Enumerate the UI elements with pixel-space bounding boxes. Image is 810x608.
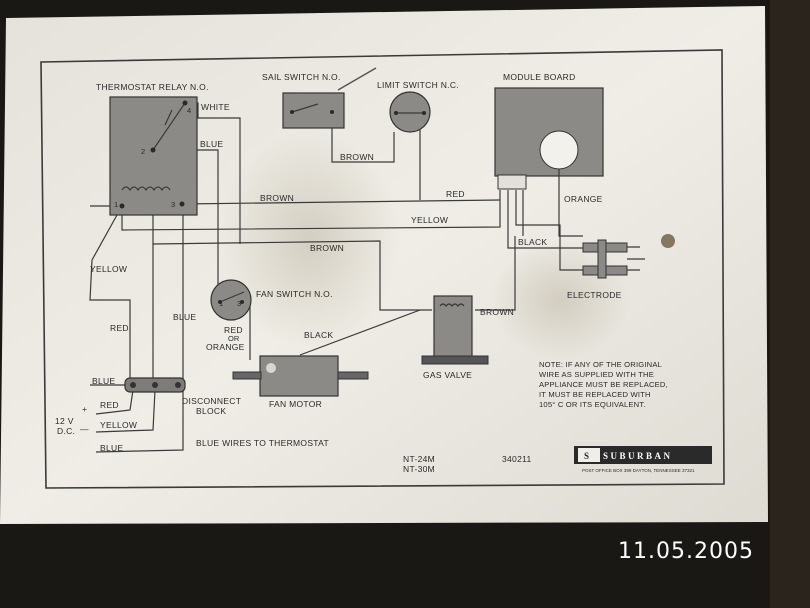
- terminal-2-label: 2: [141, 147, 145, 156]
- blue-wire-label: BLUE: [200, 139, 223, 149]
- black-fan-label: BLACK: [304, 330, 333, 340]
- background-edge: [770, 0, 810, 608]
- model-2-label: NT-30M: [403, 464, 435, 474]
- terminal-3-label: 3: [171, 200, 175, 209]
- gas-valve: [421, 295, 489, 365]
- gas-valve-label: GAS VALVE: [423, 370, 472, 380]
- thermostat-relay-label: THERMOSTAT RELAY N.O.: [96, 82, 209, 92]
- brand-s-label: S: [584, 451, 592, 461]
- terminal-1-label: 1: [114, 200, 118, 209]
- red-limit-label: RED: [446, 189, 465, 199]
- sail-switch: [282, 67, 377, 129]
- note-line-2: WIRE AS SUPPLIED WITH THE: [539, 370, 654, 379]
- wires: [89, 99, 583, 453]
- fan-terminal-3-label: 3: [237, 299, 241, 308]
- fan-motor-label: FAN MOTOR: [269, 399, 322, 409]
- volts-label: 12 V: [55, 416, 74, 426]
- disconnect-label-2: BLOCK: [196, 406, 226, 416]
- blue-db-label: BLUE: [92, 376, 115, 386]
- paper-spot: [661, 234, 675, 248]
- brown-gas-label: BROWN: [480, 307, 514, 317]
- model-1-label: NT-24M: [403, 454, 435, 464]
- fan-switch: [210, 279, 252, 321]
- date-stamp: 11.05.2005: [618, 539, 754, 564]
- module-board: [494, 87, 604, 237]
- note-line-3: APPLIANCE MUST BE REPLACED,: [539, 380, 668, 389]
- brown-mid-label: BROWN: [310, 243, 344, 253]
- note-line-5: 105° C OR ITS EQUIVALENT.: [539, 400, 646, 409]
- disconnect-label-1: DISCONNECT: [182, 396, 241, 406]
- brand-label: SUBURBAN: [603, 451, 673, 461]
- plus-label: +: [82, 404, 87, 414]
- sail-switch-label: SAIL SWITCH N.O.: [262, 72, 341, 82]
- red-or-orange-label-3: ORANGE: [206, 342, 245, 352]
- blue-db2-label: BLUE: [100, 443, 123, 453]
- thermostat-relay: [109, 96, 198, 216]
- red-db-label: RED: [100, 400, 119, 410]
- fan-switch-label: FAN SWITCH N.O.: [256, 289, 333, 299]
- limit-switch-label: LIMIT SWITCH N.C.: [377, 80, 459, 90]
- limit-switch: [389, 91, 431, 133]
- suburban-logo: [574, 446, 712, 464]
- yellow-db-label: YELLOW: [100, 420, 137, 430]
- yellow-left-label: YELLOW: [90, 264, 127, 274]
- disconnect-block: [124, 377, 186, 393]
- minus-label: —: [80, 424, 89, 434]
- red-left-label: RED: [110, 323, 129, 333]
- yellow-mid-label: YELLOW: [411, 215, 448, 225]
- labels: THERMOSTAT RELAY N.O. WHITE BLUE 1 2 3 4…: [55, 72, 754, 564]
- diagram-border: [40, 49, 725, 489]
- dc-label: D.C.: [57, 426, 75, 436]
- black-module-label: BLACK: [518, 237, 547, 247]
- blue-wires-label: BLUE WIRES TO THERMOSTAT: [196, 438, 329, 448]
- brown-therm-label: BROWN: [260, 193, 294, 203]
- module-board-label: MODULE BOARD: [503, 72, 576, 82]
- brown-sail-label: BROWN: [340, 152, 374, 162]
- red-or-orange-label-1: RED: [224, 325, 243, 335]
- fan-terminal-1-label: 1: [219, 299, 223, 308]
- fan-motor: [232, 355, 369, 397]
- part-number-label: 340211: [502, 454, 532, 464]
- brand-address-label: POST OFFICE BOX 399 DAYTON, TENNESSEE 37…: [582, 468, 695, 473]
- blue-left-label: BLUE: [173, 312, 196, 322]
- terminal-4-label: 4: [187, 106, 191, 115]
- electrode: [582, 239, 645, 279]
- orange-label: ORANGE: [564, 194, 603, 204]
- electrode-label: ELECTRODE: [567, 290, 622, 300]
- note-line-4: IT MUST BE REPLACED WITH: [539, 390, 651, 399]
- red-or-orange-label-2: OR: [228, 334, 240, 343]
- paper-stain: [220, 130, 400, 350]
- note-line-1: NOTE: IF ANY OF THE ORIGINAL: [539, 360, 662, 369]
- white-wire-label: WHITE: [201, 102, 230, 112]
